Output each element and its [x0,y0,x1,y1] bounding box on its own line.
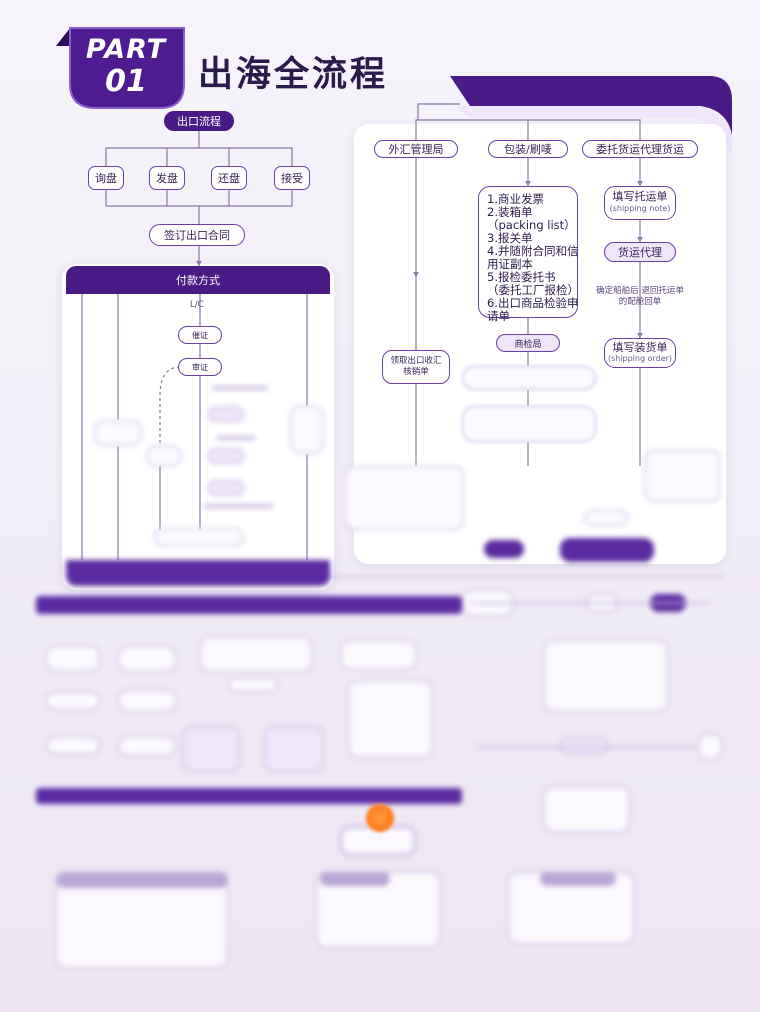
page-title: 出海全流程 [198,55,389,95]
branch-freight-forwarding: 委托货运代理货运 [582,140,698,158]
document-item: 2.装箱单 [487,205,533,219]
export-documents-list: 1.商业发票 2.装箱单 （packing list） 3.报关单 4.并随附合… [478,186,579,323]
step-offer: 发盘 [149,166,185,190]
step-inquiry: 询盘 [88,166,124,190]
sign-contract-node: 签订出口合同 [149,224,245,246]
badge-part-label: PART [85,34,167,65]
branch-forex-bureau: 外汇管理局 [374,140,458,158]
freight-forwarder-node: 货运代理 [604,242,676,262]
inspection-bureau-node: 商检局 [496,334,560,352]
document-item: （委托工厂报检） [487,283,579,297]
document-item: 用证副本 [487,257,533,271]
document-item: 1.商业发票 [487,192,544,206]
branch-packing-marking: 包装/刷唛 [488,140,568,158]
document-item: 4.并随附合同和信 [487,244,579,258]
part-badge: PART 01 [56,24,188,112]
step-counter-offer: 还盘 [211,166,247,190]
forwarder-note: 确定船舶后 退回托运单的配舱回单 [596,286,684,307]
lc-label: L/C [190,300,204,310]
forex-verification-node: 领取出口收汇核销单 [382,350,450,384]
shipping-note-sub: (shipping note) [609,204,671,213]
badge-number: 01 [105,64,147,99]
tips-marker-icon [366,804,394,832]
export-flow-root: 出口流程 [164,111,234,131]
shipping-note-title: 填写托运单 [612,190,668,203]
payment-methods-band: 付款方式 [66,266,330,294]
shipping-order-title: 填写装货单 [612,341,668,354]
document-item: 3.报关单 [487,231,533,245]
shipping-order-node: 填写装货单 (shipping order) [604,338,676,368]
document-item: （packing list） [487,218,576,232]
step-acceptance: 接受 [274,166,310,190]
shipping-order-sub: (shipping order) [607,354,673,363]
blurred-node [462,406,596,442]
shipping-note-node: 填写托运单 (shipping note) [604,186,676,220]
document-item: 请单 [487,309,510,323]
document-item: 6.出口商品检验申 [487,296,579,310]
badge-shape-icon [56,27,185,109]
lc-urge-node: 催证 [178,326,222,344]
document-item: 5.报检委托书 [487,270,556,284]
blurred-node [462,366,596,390]
lc-review-node: 审证 [178,358,222,376]
